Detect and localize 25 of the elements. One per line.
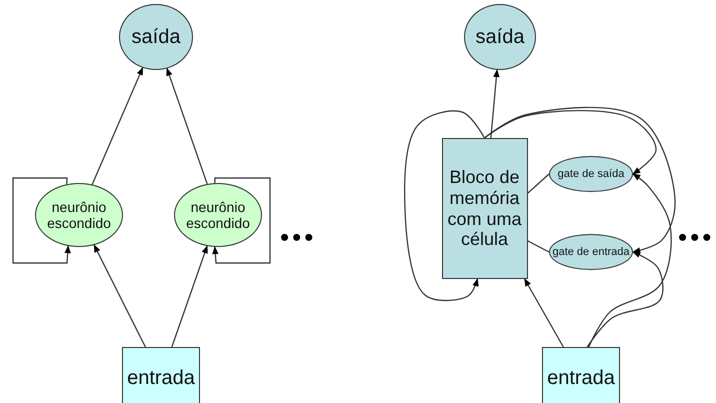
- ellipsis-mark: •••: [678, 222, 714, 253]
- hidden-neuron-node: neurônio escondido: [174, 183, 262, 247]
- connector-line: [527, 174, 550, 194]
- arrow: [588, 174, 672, 348]
- arrow: [166, 68, 208, 184]
- hidden-neuron-node: neurônio escondido: [35, 183, 123, 247]
- input-node: entrada: [542, 347, 620, 403]
- memory-block-node: Bloco de memória com uma célula: [442, 138, 528, 279]
- arrow: [171, 245, 208, 348]
- output-node: saída: [119, 4, 193, 70]
- output-gate-node: gate de saída: [549, 156, 633, 192]
- output-node: saída: [464, 4, 536, 70]
- arrow: [404, 110, 486, 302]
- arrow: [586, 251, 664, 348]
- input-gate-node: gate de entrada: [549, 234, 633, 270]
- arrow: [490, 69, 500, 138]
- arrow: [212, 177, 271, 264]
- arrow: [94, 244, 146, 348]
- arrow: [524, 278, 564, 348]
- input-node: entrada: [122, 347, 200, 403]
- connector-line: [527, 240, 550, 253]
- arrow: [92, 67, 144, 185]
- arrow: [12, 177, 71, 264]
- ellipsis-mark: •••: [280, 222, 316, 253]
- arrow: [484, 106, 676, 254]
